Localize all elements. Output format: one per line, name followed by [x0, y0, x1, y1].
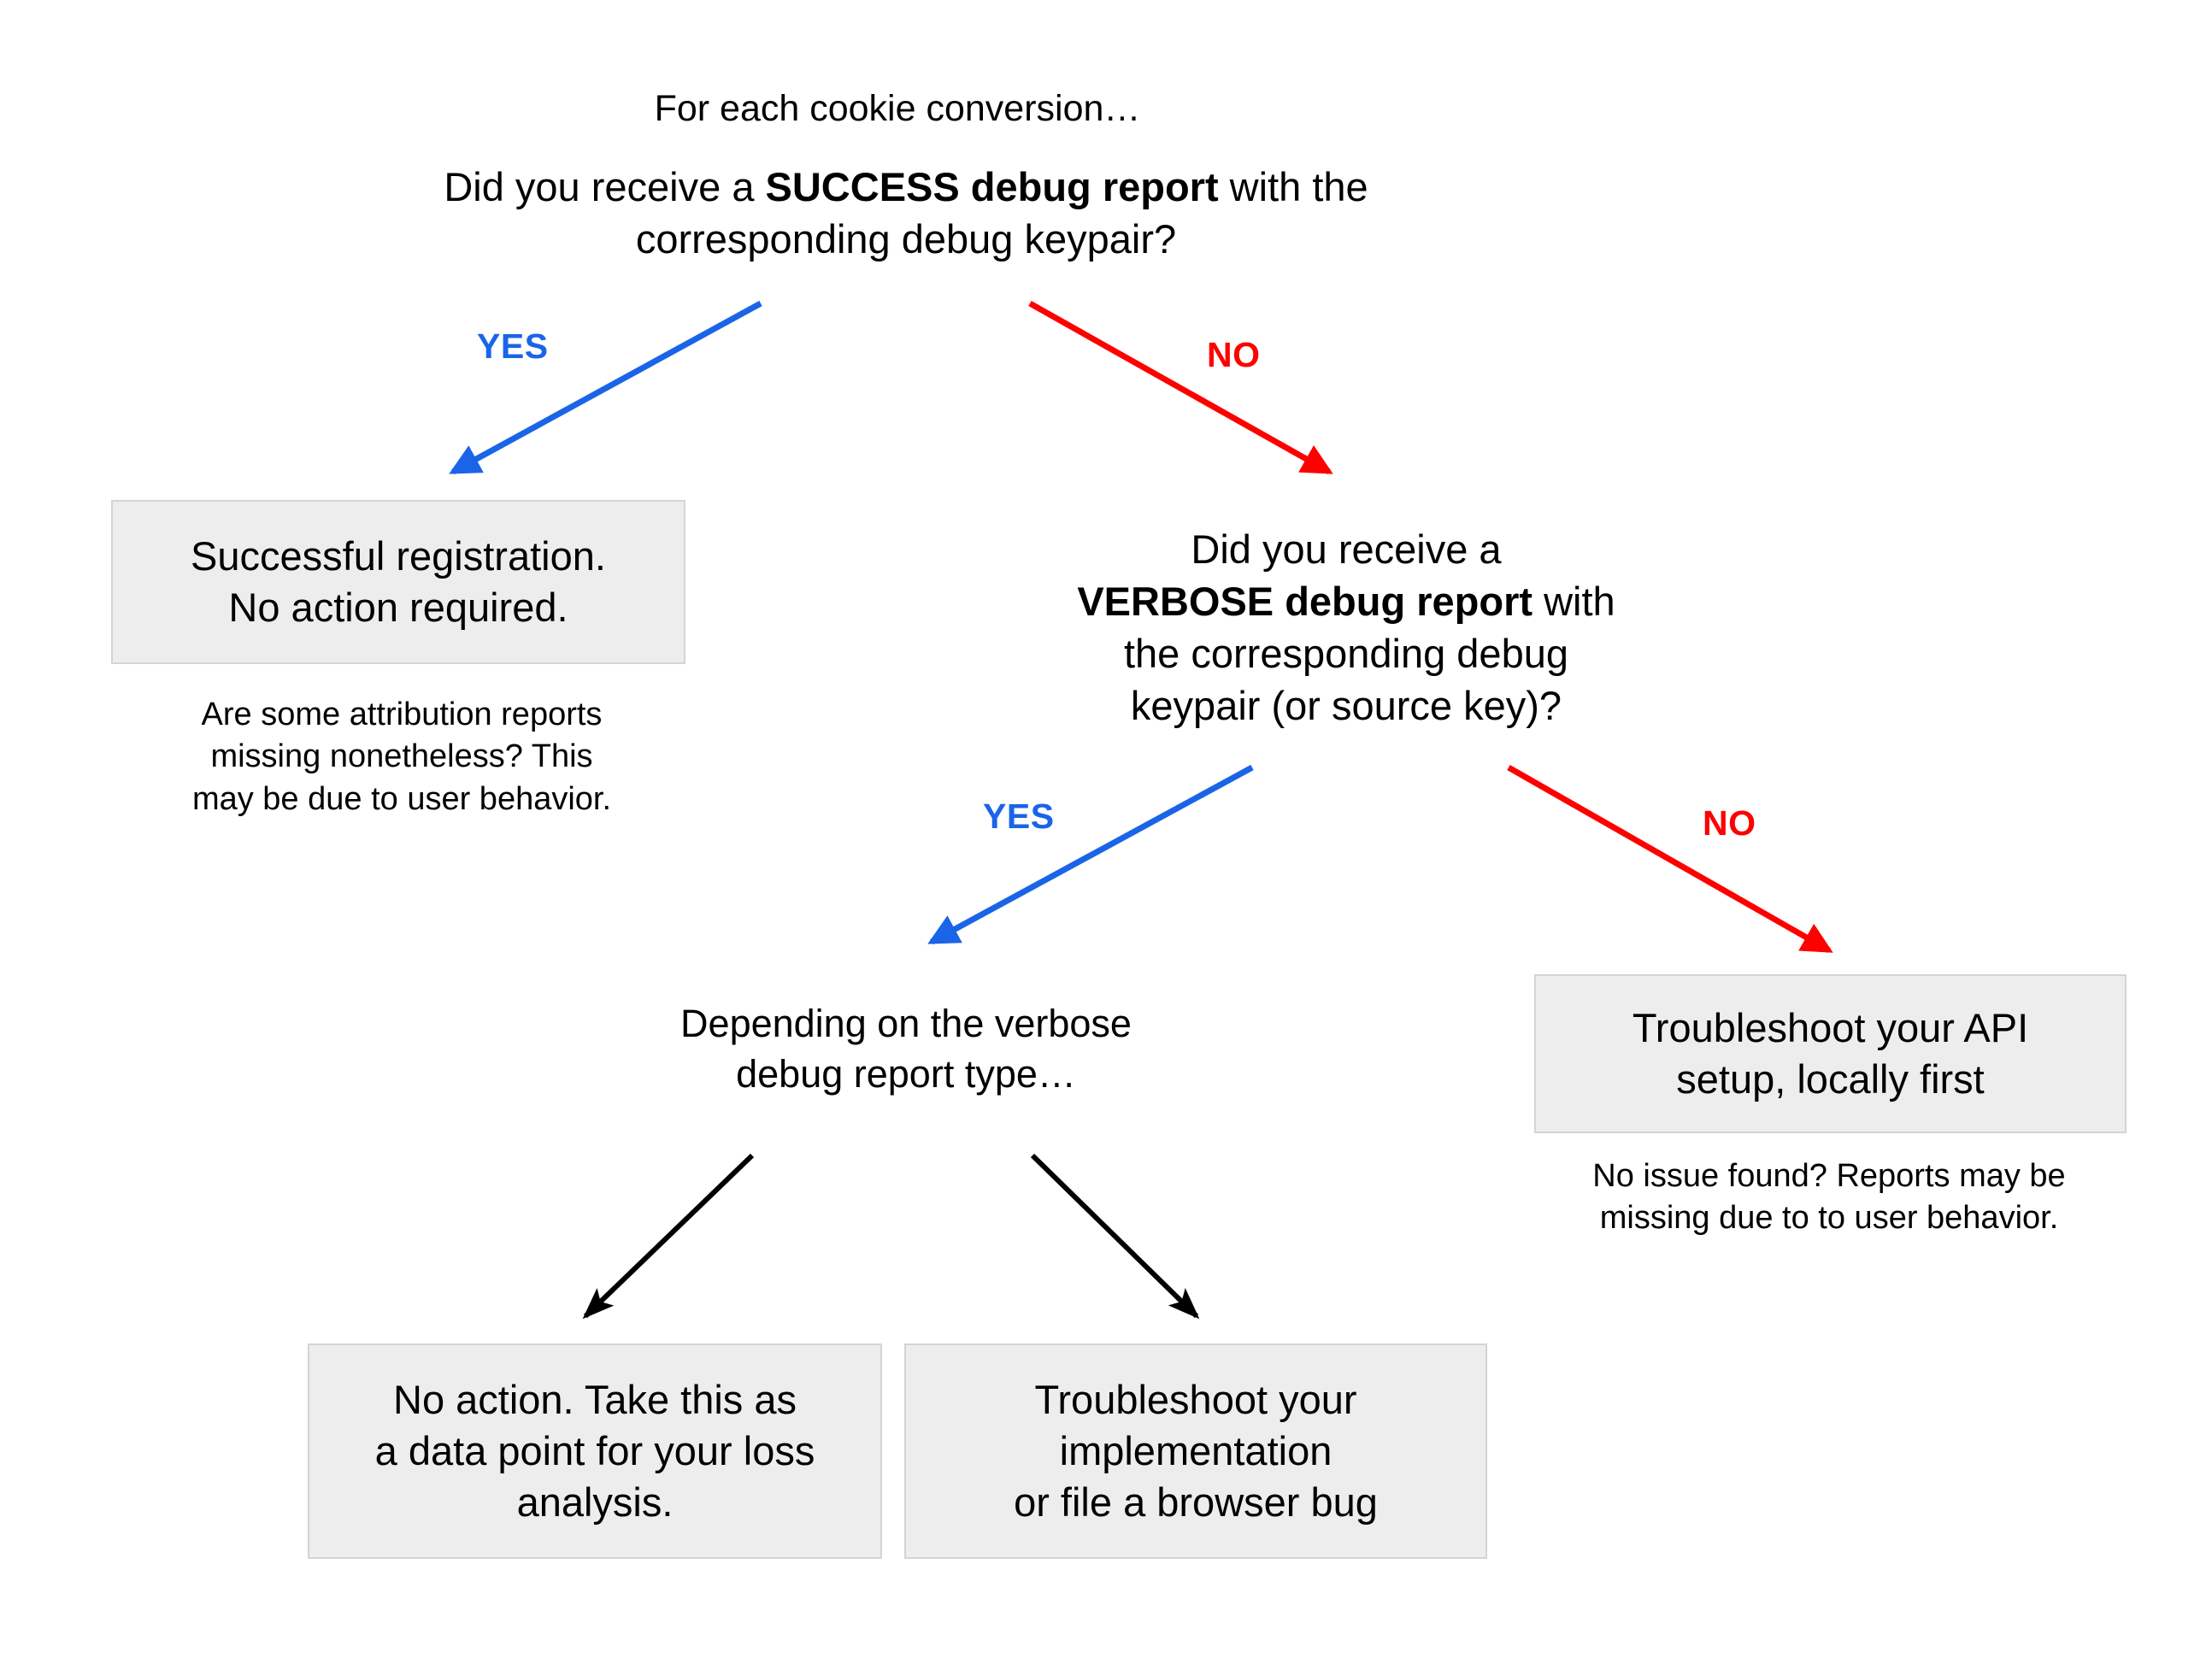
branch-label-yes-2: YES	[983, 797, 1055, 836]
branch-label-yes-1: YES	[477, 326, 549, 366]
outcome-box-troubleshoot-implementation[interactable]: Troubleshoot your implementation or file…	[904, 1343, 1487, 1559]
verbose-question-text: Did you receive a VERBOSE debug report w…	[1009, 523, 1684, 732]
verbose-question-emphasis: VERBOSE debug report	[1077, 579, 1533, 625]
edge-depending-implementation	[1030, 1153, 1200, 1320]
root-lead-text: For each cookie conversion…	[654, 88, 1141, 129]
annotation-api-note: No issue found? Reports may be missing d…	[1592, 1158, 2066, 1237]
root-question-text: Did you receive a SUCCESS debug report w…	[282, 161, 1530, 265]
outcome-box-successful-registration[interactable]: Successful registration. No action requi…	[111, 500, 685, 664]
root-question-emphasis: SUCCESS debug report	[765, 164, 1219, 209]
outcome-box-no-action-loss-analysis[interactable]: No action. Take this as a data point for…	[308, 1343, 882, 1559]
outcome-box-troubleshoot-api[interactable]: Troubleshoot your API setup, locally fir…	[1534, 974, 2127, 1133]
edge-depending-no-action	[582, 1153, 755, 1320]
branch-label-no-2: NO	[1703, 803, 1756, 843]
edge-no-api	[1507, 764, 1833, 954]
root-question-post: with the corresponding debug keypair?	[635, 164, 1368, 262]
verbose-question-pre: Did you receive a	[1191, 526, 1502, 572]
edge-no-verbose	[1028, 300, 1333, 475]
verbose-question-post: with the corresponding debug keypair (or…	[1123, 579, 1615, 729]
depending-on-type-text: Depending on the verbose debug report ty…	[680, 1002, 1132, 1097]
annotation-success-note: Are some attribution reports missing non…	[191, 697, 612, 817]
edge-yes-depending	[927, 764, 1254, 945]
branch-label-no-1: NO	[1207, 335, 1261, 374]
root-question-pre: Did you receive a	[444, 164, 766, 209]
